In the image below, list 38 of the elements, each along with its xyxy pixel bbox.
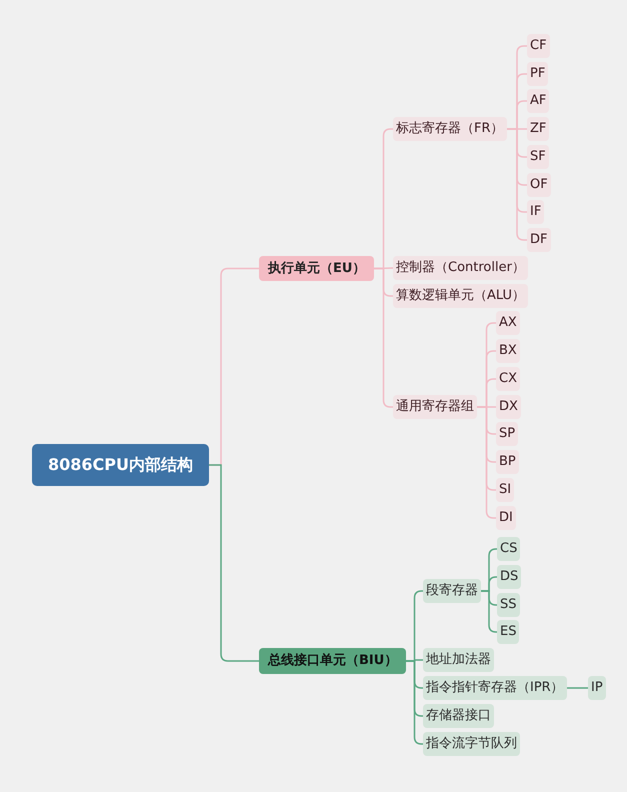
subtopic-box: AX	[496, 311, 520, 335]
connector-line	[567, 687, 588, 689]
subtopic-box: SI	[496, 478, 514, 502]
subtopic-box: 控制器（Controller）	[393, 256, 528, 280]
subtopic-box: BP	[496, 450, 519, 474]
subtopic-box: 标志寄存器（FR）	[393, 117, 507, 141]
subtopic-box: SS	[497, 593, 520, 617]
subtopic-box: 指令指针寄存器（IPR）	[423, 676, 567, 700]
subtopic-box: DI	[496, 506, 516, 530]
subtopic-box: 算数逻辑单元（ALU）	[393, 284, 528, 308]
subtopic-box: DF	[527, 228, 550, 252]
subtopic-box: IP	[588, 676, 606, 700]
subtopic-box: OF	[527, 173, 551, 197]
subtopic-box: PF	[527, 62, 548, 86]
connector-line	[209, 464, 259, 662]
subtopic-box: 通用寄存器组	[393, 395, 477, 419]
subtopic-box: IF	[527, 200, 544, 224]
subtopic-box: SF	[527, 145, 549, 169]
subtopic-box: DS	[497, 565, 522, 589]
subtopic-box: 地址加法器	[423, 648, 494, 672]
subtopic-box: CF	[527, 34, 550, 58]
connector-line	[374, 267, 394, 270]
connector-line	[477, 406, 496, 519]
subtopic-box: DX	[496, 395, 521, 419]
branch-topic-box: 执行单元（EU）	[259, 256, 374, 280]
subtopic-box: BX	[496, 339, 520, 363]
subtopic-box: ES	[497, 620, 520, 644]
connector-line	[374, 268, 393, 408]
subtopic-box: ZF	[527, 117, 550, 141]
subtopic-box: SP	[496, 422, 518, 446]
subtopic-box: AF	[527, 89, 550, 113]
subtopic-box: 指令流字节队列	[423, 732, 520, 756]
subtopic-box: 存储器接口	[423, 704, 494, 728]
subtopic-box: CX	[496, 367, 520, 391]
root-topic-box: 8086CPU内部结构	[32, 444, 209, 486]
branch-topic-box: 总线接口单元（BIU）	[259, 648, 406, 674]
subtopic-box: 段寄存器	[423, 579, 481, 603]
subtopic-box: CS	[497, 537, 520, 561]
